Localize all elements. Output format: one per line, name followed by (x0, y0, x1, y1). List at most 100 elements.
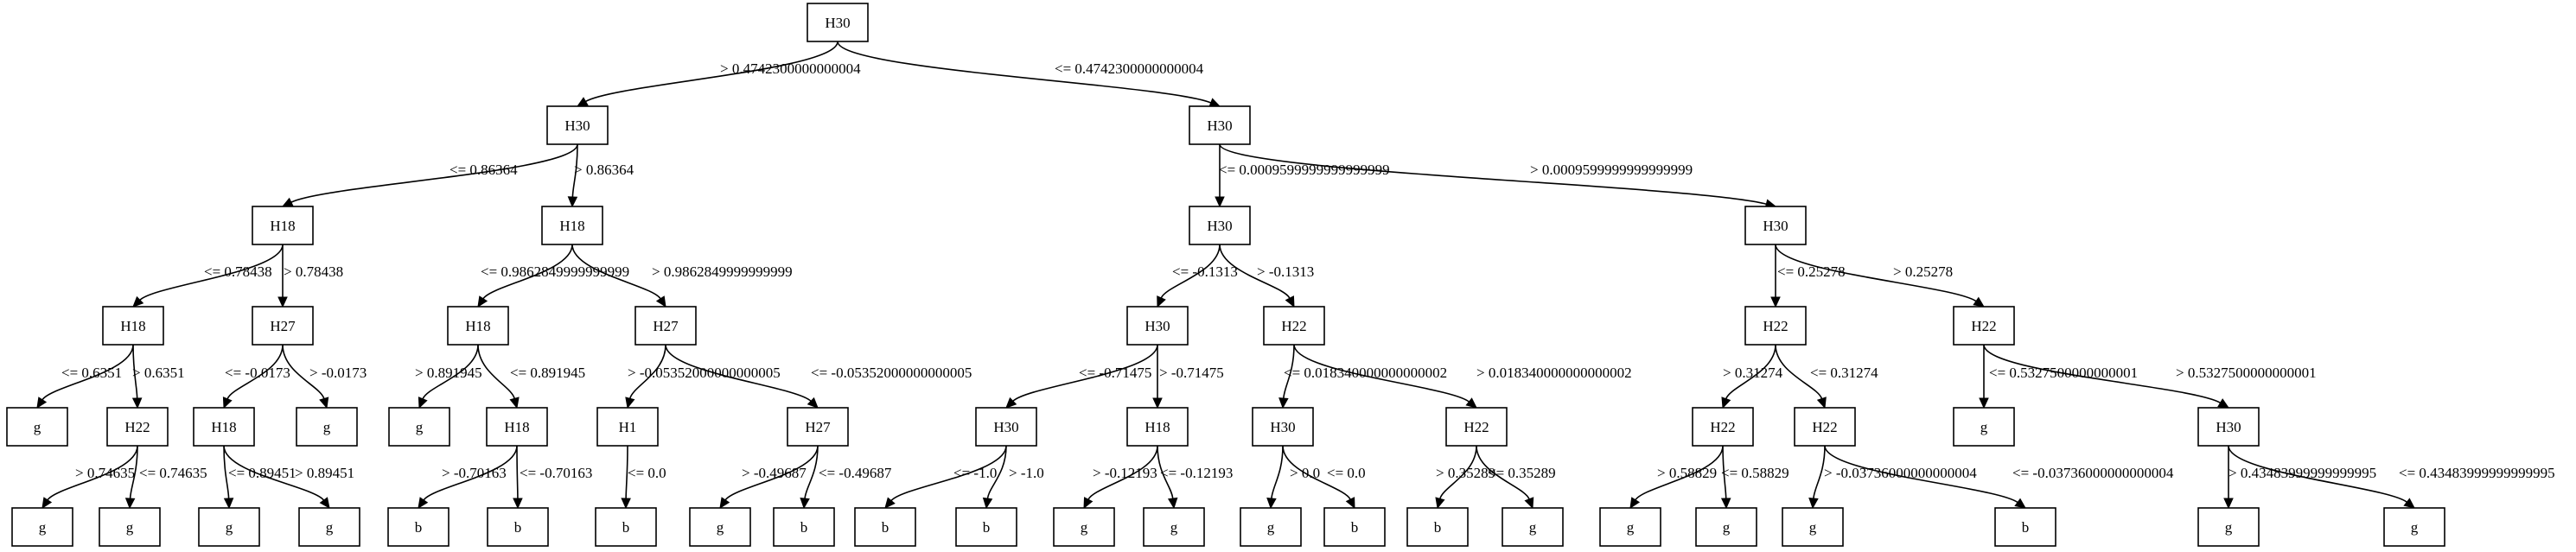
edge-n27: > 0.31274 (1721, 344, 1783, 409)
edge-n22: <= -0.05352000000000005 (665, 344, 972, 409)
arrowhead (1005, 397, 1017, 409)
node-box (486, 407, 548, 447)
split-node: H22 (1692, 407, 1754, 447)
edge-line (724, 445, 819, 501)
edge-n30: > 0.5327500000000001 (1983, 344, 2317, 409)
node-label: H30 (993, 419, 1018, 435)
node-label: H22 (1812, 419, 1837, 435)
leaf-node: b (595, 507, 657, 547)
edge-line (837, 41, 1212, 104)
edge-n21: > -0.05352000000000005 (625, 344, 781, 409)
node-box (2197, 507, 2260, 547)
node-label: g (1529, 519, 1537, 536)
node-label: b (1351, 519, 1359, 536)
node-label: g (226, 519, 233, 536)
edge-condition-label: > 0.018340000000000002 (1476, 365, 1632, 381)
edge-line (226, 344, 284, 400)
edge-condition-label: <= 0.86364 (450, 162, 518, 178)
edge-condition-label: <= 0.78438 (204, 263, 272, 280)
arrowhead (621, 498, 631, 510)
edge-line (41, 344, 134, 401)
edge-condition-label: <= 0.4742300000000004 (1055, 60, 1204, 77)
node-box (447, 306, 509, 346)
edge-line (628, 344, 666, 399)
edge-condition-label: > 0.0009599999999999999 (1530, 162, 1693, 178)
edge-condition-label: <= 0.6351 (61, 365, 122, 381)
edge-n47: <= 0.35289 (1476, 445, 1556, 510)
node-label: H1 (619, 419, 637, 435)
node-label: H22 (1463, 419, 1489, 435)
split-node: H30 (807, 3, 869, 42)
edge-n11: <= -0.1313 (1157, 244, 1238, 308)
edge-condition-label: <= -0.70163 (520, 465, 592, 481)
edge-line (1160, 244, 1221, 299)
node-label: H22 (1763, 318, 1788, 334)
node-box (596, 407, 659, 447)
edge-line (1775, 344, 1823, 399)
leaf-node: g (2197, 507, 2260, 547)
leaf-node: g (298, 507, 360, 547)
node-box (1794, 407, 1856, 447)
edge-n29: <= 0.5327500000000001 (1979, 345, 2138, 409)
split-node: H22 (1744, 306, 1807, 346)
edge-condition-label: > -0.71475 (1159, 365, 1224, 381)
edge-n28: <= 0.31274 (1775, 344, 1878, 409)
arrowhead (477, 295, 488, 308)
node-label: g (34, 419, 41, 435)
arrowhead (1979, 397, 1989, 409)
split-node: H27 (634, 306, 697, 346)
edge-condition-label: > -0.1313 (1257, 263, 1314, 280)
arrowhead (41, 497, 53, 510)
split-node: H18 (1126, 407, 1189, 447)
node-box (252, 206, 314, 245)
edge-line (1813, 445, 1826, 499)
arrowhead (222, 397, 233, 409)
node-label: b (415, 519, 423, 536)
split-node: H22 (1953, 306, 2015, 346)
edge-n36: <= -0.70163 (513, 445, 592, 510)
node-label: H18 (504, 419, 529, 435)
node-label: H22 (1710, 419, 1735, 435)
split-node: H30 (546, 105, 609, 145)
arrowhead (1524, 497, 1534, 510)
node-box (1695, 507, 1757, 547)
arrowhead (319, 497, 330, 509)
edge-condition-label: <= 0.74635 (139, 465, 207, 481)
edge-condition-label: <= -0.0173 (225, 365, 290, 381)
edge-n15: <= 0.6351 (36, 344, 134, 409)
arrowhead (1973, 296, 1985, 308)
arrowhead (132, 295, 144, 308)
edge-line (1293, 344, 1470, 403)
node-box (1744, 306, 1807, 346)
edge-n39: <= -0.49687 (800, 445, 892, 510)
edge-line (1283, 344, 1295, 399)
node-box (807, 3, 869, 42)
arrowhead (807, 397, 819, 409)
edge-condition-label: > 0.86364 (574, 162, 634, 178)
arrowhead (625, 397, 635, 409)
edge-n2: <= 0.4742300000000004 (837, 41, 1221, 108)
node-box (1782, 507, 1844, 547)
node-label: g (1170, 519, 1178, 536)
edge-line (422, 344, 479, 400)
node-box (546, 105, 609, 145)
edge-line (804, 445, 819, 499)
leaf-node: b (955, 507, 1017, 547)
edge-line (1439, 445, 1477, 499)
edge-n4: > 0.86364 (567, 143, 634, 208)
node-label: H30 (1207, 117, 1232, 134)
arrowhead (1157, 295, 1166, 308)
edge-condition-label: <= -0.03736000000000004 (2012, 465, 2174, 481)
edge-line (129, 445, 138, 499)
edge-n32: <= 0.74635 (124, 445, 207, 510)
leaf-node: g (1782, 507, 1844, 547)
edge-condition-label: > 0.9862849999999999 (652, 263, 793, 280)
edge-line (1282, 445, 1351, 500)
split-node: H18 (252, 206, 314, 245)
arrowhead (2223, 498, 2234, 510)
node-label: b (983, 519, 991, 536)
leaf-node: b (1994, 507, 2056, 547)
node-box (99, 507, 161, 547)
